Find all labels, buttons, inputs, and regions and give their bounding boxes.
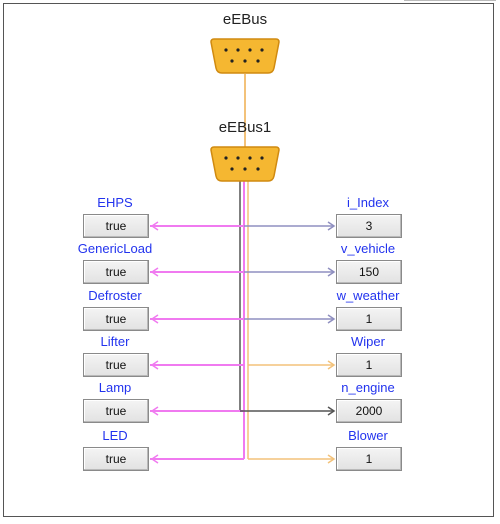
left-signal-label: GenericLoad [77, 241, 153, 256]
left-signal-label: Lifter [100, 334, 130, 349]
right-signal-value-box[interactable]: 1 [336, 353, 402, 377]
left-signal-label: LED [102, 428, 128, 443]
right-signal-label: v_vehicle [340, 241, 396, 256]
left-arrow-lamp [150, 406, 159, 416]
left-arrow-led [150, 454, 159, 464]
left-signal-value-box[interactable]: true [83, 353, 149, 377]
left-arrow-defroster [150, 314, 159, 324]
left-signal-value-box[interactable]: true [83, 260, 149, 284]
right-signal-value-box[interactable]: 1 [336, 447, 402, 471]
bus-label-top: eEBus [222, 11, 268, 28]
right-signal-value-box[interactable]: 150 [336, 260, 402, 284]
right-signal-value-box[interactable]: 3 [336, 214, 402, 238]
right-signal-value-box[interactable]: 1 [336, 307, 402, 331]
right-arrow-w-weather [327, 314, 336, 324]
left-signal-value-box[interactable]: true [83, 399, 149, 423]
top-edge-line [404, 0, 496, 1]
bus-connector-icon-top[interactable] [210, 38, 280, 74]
right-signal-label: i_Index [347, 195, 389, 210]
right-arrow-v-vehicle [327, 267, 336, 277]
left-signal-label: EHPS [97, 195, 133, 210]
right-signal-label: Wiper [351, 334, 385, 349]
bus-connector-icon-bottom[interactable] [210, 146, 280, 182]
right-signal-value-box[interactable]: 2000 [336, 399, 402, 423]
left-arrow-lifter [150, 360, 159, 370]
left-signal-value-box[interactable]: true [83, 447, 149, 471]
right-signal-label: n_engine [341, 380, 395, 395]
left-arrow-genericload [150, 267, 159, 277]
right-arrow-n-engine [327, 406, 336, 416]
left-signal-value-box[interactable]: true [83, 214, 149, 238]
right-arrow-wiper [327, 360, 336, 370]
right-signal-label: Blower [348, 428, 388, 443]
right-arrow-blower [327, 454, 336, 464]
left-signal-label: Defroster [88, 288, 142, 303]
left-signal-label: Lamp [98, 380, 132, 395]
left-signal-value-box[interactable]: true [83, 307, 149, 331]
bus-label-bottom: eEBus1 [218, 119, 272, 136]
right-arrow-i-index [327, 221, 336, 231]
right-signal-label: w_weather [336, 288, 400, 303]
left-arrow-ehps [150, 221, 159, 231]
